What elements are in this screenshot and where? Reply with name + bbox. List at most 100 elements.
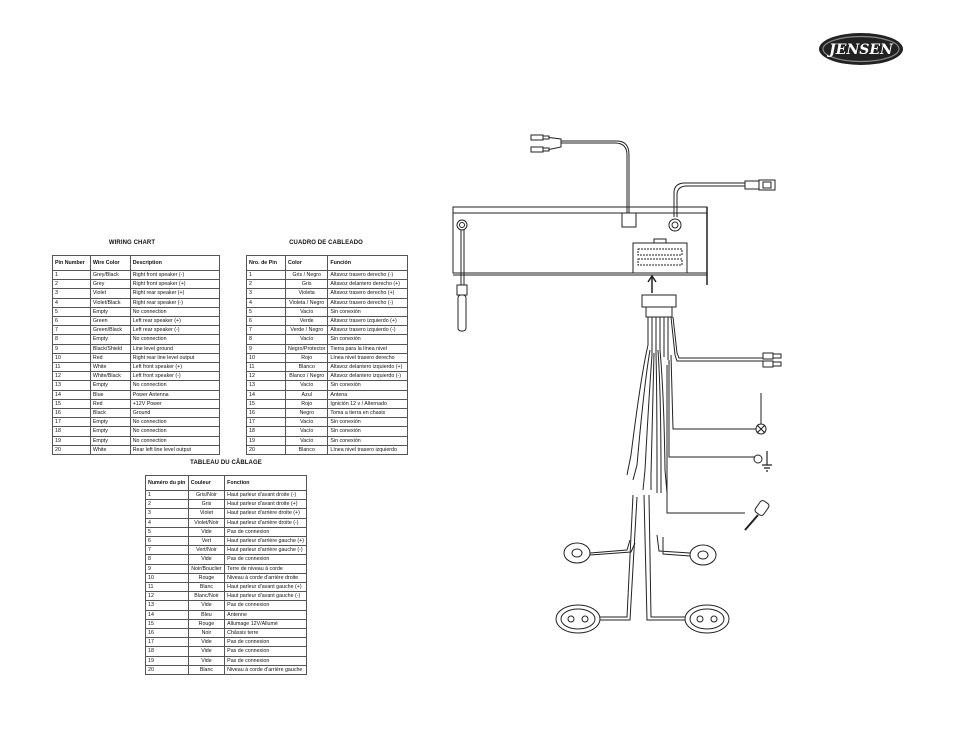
table-cell: 20 (145, 664, 189, 676)
table-cell: Haut parleur d'avant gauche (-) (224, 591, 307, 602)
table-cell: 19 (145, 655, 189, 666)
table-cell: Haut parleur d'avant droite (-) (224, 489, 307, 501)
table-cell: Gris (187, 499, 226, 510)
wiring-diagram (452, 134, 782, 634)
table-cell: 10 (145, 572, 189, 584)
table-cell: Black/Shield (89, 343, 131, 354)
table-cell: Right rear speaker (+) (129, 288, 221, 299)
english-table-title: WIRING CHART (108, 240, 156, 246)
table-cell: Vacío (285, 435, 329, 446)
table-cell: Altavoz delantero izquierdo (+) (327, 362, 408, 373)
table-cell: Toma a tierra en chasis (327, 408, 408, 419)
table-cell: Sin conexión (327, 435, 408, 446)
table-cell: Altavoz trasero derecho (-) (327, 297, 408, 308)
table-cell: Sin conexión (327, 380, 408, 391)
table-cell: 2 (145, 499, 189, 510)
table-cell: 5 (245, 306, 287, 318)
table-cell: Empty (89, 334, 131, 345)
table-cell: White/Black (89, 371, 131, 382)
column-header: Pin Number (52, 255, 91, 271)
table-cell: Vert/Noir (187, 545, 226, 556)
table-cell: 3 (52, 288, 91, 299)
table-cell: Left front speaker (+) (129, 362, 221, 373)
table-cell: Violeta (285, 288, 329, 299)
table-cell: Left front speaker (-) (129, 371, 221, 382)
table-cell: Red (89, 398, 131, 410)
table-cell: Vacío (285, 334, 329, 345)
table-cell: Blanco / Negro (285, 371, 329, 382)
column-header: Description (129, 255, 221, 271)
table-cell: Vide (187, 637, 226, 648)
table-cell: Violeta / Negro (285, 297, 329, 308)
table-cell: Vide (187, 655, 226, 666)
table-cell: 3 (145, 508, 189, 519)
table-cell: No connection (129, 426, 221, 437)
table-cell: Pas de connexion (224, 655, 307, 666)
table-cell: 4 (245, 297, 287, 308)
table-cell: Altavoz delantero derecho (+) (327, 279, 408, 290)
table-cell: 16 (52, 408, 91, 419)
column-header: Wire Color (89, 255, 131, 271)
table-cell: Red (89, 352, 131, 364)
table-cell: Antena (327, 389, 408, 400)
table-cell: 18 (245, 426, 287, 437)
table-cell: 11 (52, 362, 91, 373)
table-cell: Empty (89, 417, 131, 428)
table-cell: Violet (89, 288, 131, 299)
table-cell: No connection (129, 306, 221, 318)
table-cell: Violet (187, 508, 226, 519)
table-cell: 10 (52, 352, 91, 364)
table-cell: Haut parleur d'arrière droite (+) (224, 508, 307, 519)
table-cell: Haut parleur d'arrière droite (-) (224, 517, 307, 528)
table-cell: Línea nivel trasero izquierdo (327, 444, 408, 456)
table-cell: 17 (52, 417, 91, 428)
table-cell: Rouge (187, 618, 226, 630)
rca-line-out-connector (530, 134, 630, 217)
table-cell: Haut parleur d'arrière gauche (-) (224, 545, 307, 556)
logo-text: JENSEN (826, 42, 894, 58)
wiring-harness-plug (641, 294, 677, 360)
table-cell: Pas de connexion (224, 646, 307, 657)
table-cell: Niveau à corde d'arrière droite (224, 572, 307, 584)
table-cell: Vide (187, 554, 226, 565)
table-cell: Vert (187, 536, 226, 547)
table-cell: Left rear speaker (-) (129, 325, 221, 336)
table-cell: Blanc/Noir (187, 591, 226, 602)
table-cell: Bleu (187, 609, 226, 620)
iso-adapter-plug (456, 230, 468, 332)
table-cell: Empty (89, 426, 131, 437)
table-cell: Haut parleur d'avant droite (+) (224, 499, 307, 510)
table-cell: No connection (129, 435, 221, 446)
table-cell: Azul (285, 389, 329, 400)
table-cell: Negro (285, 408, 329, 419)
table-cell: 12 (145, 591, 189, 602)
table-cell: 9 (245, 343, 287, 354)
table-cell: No connection (129, 380, 221, 391)
ignition-key-icon (744, 500, 770, 531)
table-cell: Black (89, 408, 131, 419)
table-cell: 8 (145, 554, 189, 565)
table-cell: Allumage 12V/Allumé (224, 618, 307, 630)
table-cell: 17 (245, 417, 287, 428)
table-cell: White (89, 362, 131, 373)
table-cell: Altavoz trasero izquierdo (-) (327, 325, 408, 336)
